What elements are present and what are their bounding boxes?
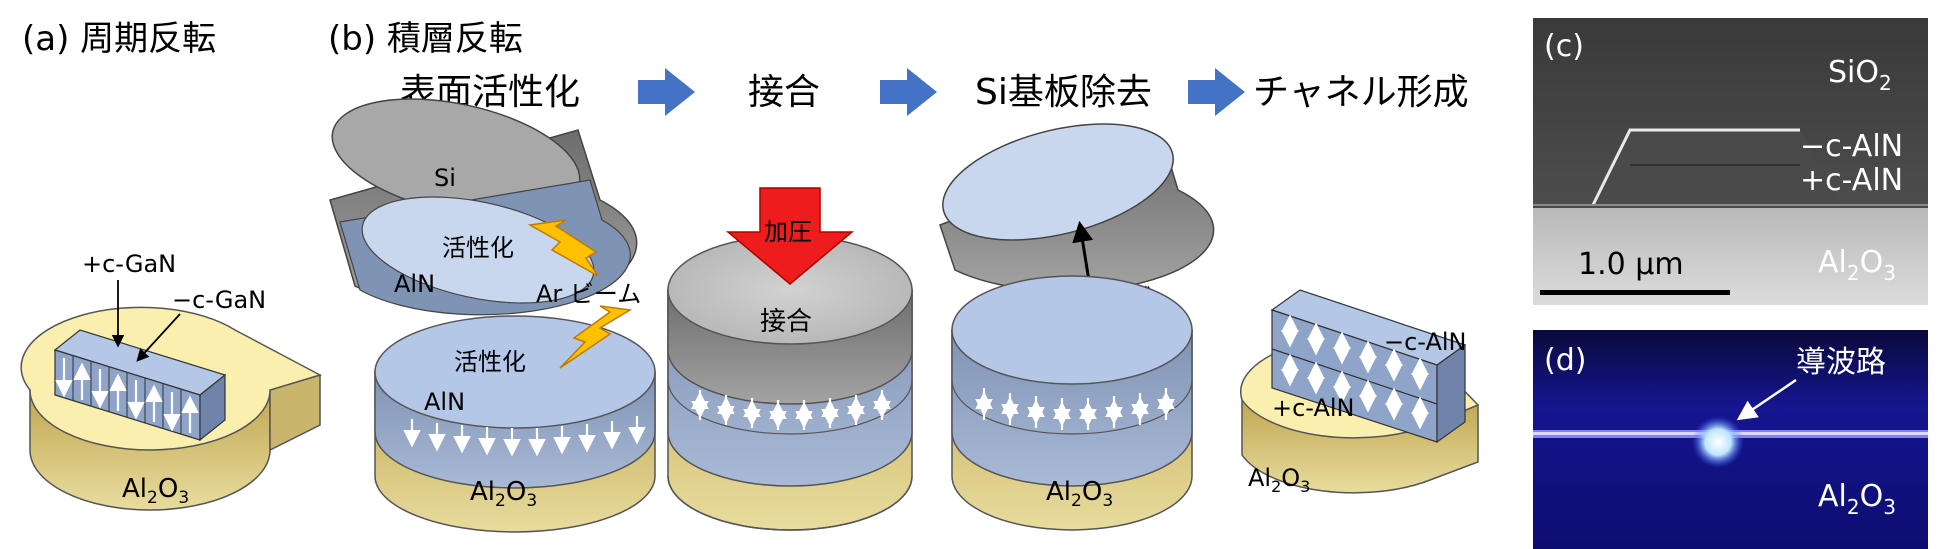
bonding-label: 接合 [760,307,812,337]
panel-c-label: (c) [1544,29,1584,64]
panel-c: (c) SiO2 −c-AlN +c-AlN Al2O3 1.0 μm [1533,18,1928,305]
c-plus-aln-label: +c-AlN [1800,163,1903,198]
c-minus-aln-label: −c-AlN [1800,129,1903,164]
substrate-label-b1: Al2O3 [470,477,537,511]
step4-ridge [1270,289,1467,444]
sio2-label: SiO2 [1828,55,1892,95]
scale-bar-label: 1.0 μm [1578,247,1684,282]
step3-bottom-stack [951,275,1193,531]
ar-beam-bolt-upper [527,219,599,277]
plus-aln-label: +c-AlN [1272,394,1354,422]
aln-label-bottom: AlN [424,388,465,416]
panel-b: (b) 積層反転 表面活性化 接合 Si基板除去 チャネル形成 Si 活性化 A… [328,19,1480,533]
substrate-label-b4: Al2O3 [1248,464,1310,496]
minus-gan-pointer [136,313,181,362]
waveguide-pointer [1736,378,1797,421]
step-arrow-1 [638,68,695,116]
step-3-title: Si基板除去 [975,72,1152,113]
aln-label-top: AlN [394,270,435,298]
panel-d-label: (d) [1544,343,1586,378]
step3-si-wafer [939,123,1215,293]
d-substrate-label: Al2O3 [1818,479,1896,519]
step2-stack [667,235,913,531]
ppgan-stripe [53,329,227,442]
panel-a: (a) 周期反転 [20,19,322,511]
waveguide-spot [1692,416,1744,468]
c-substrate-label: Al2O3 [1818,245,1896,285]
panel-b-label: (b) 積層反転 [328,19,523,59]
activation-label-bottom: 活性化 [454,348,526,376]
step-4-title: チャネル形成 [1253,72,1469,113]
pressure-arrow [725,187,855,285]
minus-aln-label: −c-AlN [1384,328,1466,356]
pressure-label: 加圧 [764,218,812,246]
panel-a-label: (a) 周期反転 [22,19,216,59]
minus-gan-label: −c-GaN [172,286,266,314]
substrate-label-a: Al2O3 [122,474,189,508]
waveguide-label: 導波路 [1796,345,1886,380]
ar-beam-label: Ar ビーム [536,280,641,308]
panel-d: (d) 導波路 Al2O3 [1533,330,1928,549]
step-arrow-2 [880,68,937,116]
step-2-title: 接合 [748,72,820,113]
scale-bar [1540,290,1730,295]
si-label-1: Si [434,164,456,192]
activation-label-top: 活性化 [442,234,514,262]
ar-beam-bolt-lower [559,305,633,369]
step-arrow-3 [1188,68,1245,116]
substrate-label-b3: Al2O3 [1046,477,1113,511]
plus-gan-label: +c-GaN [82,250,176,278]
step1-si-wafer [329,98,638,316]
